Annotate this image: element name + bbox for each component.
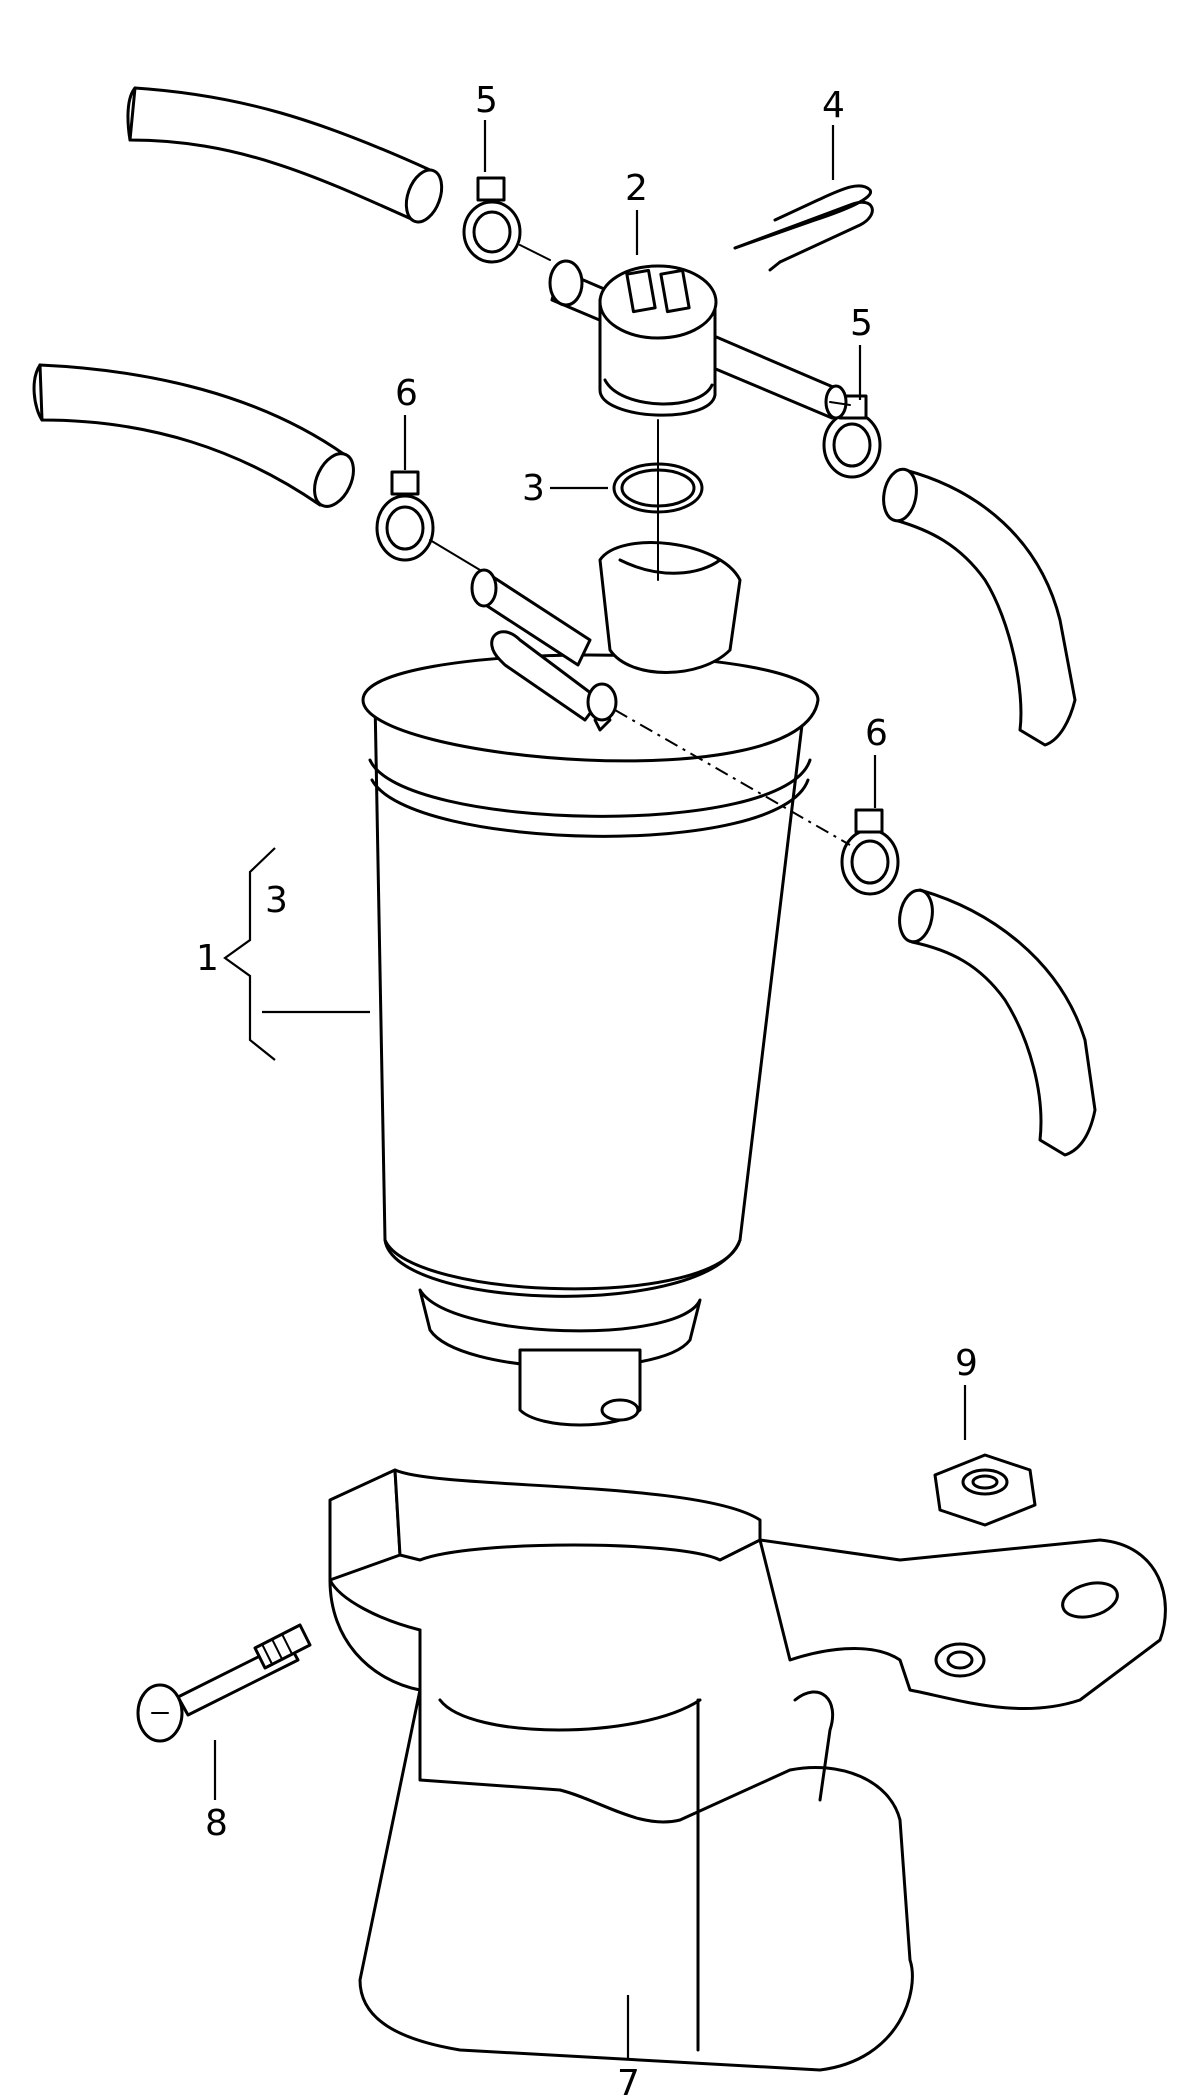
label-part-5-right: 5 [850, 303, 873, 344]
label-part-4: 4 [822, 85, 845, 126]
fuel-filter-top-ports [470, 541, 742, 732]
label-part-2: 2 [625, 168, 648, 209]
hose-clamp-upper-left[interactable] [462, 176, 522, 264]
mounting-bolt[interactable] [136, 1623, 312, 1743]
retaining-clip[interactable] [733, 184, 874, 272]
fuel-hose-upper-left [126, 86, 444, 224]
fuel-filter-canister[interactable] [361, 653, 820, 1427]
fuel-hose-middle-left [32, 363, 355, 508]
leader-lines [213, 120, 967, 2060]
control-valve[interactable] [548, 259, 848, 420]
label-part-1: 1 [196, 938, 219, 979]
hex-nut[interactable] [933, 1453, 1037, 1527]
fuel-hose-right-lower [898, 888, 1097, 1157]
label-part-9: 9 [955, 1343, 978, 1384]
label-part-6-left: 6 [395, 373, 418, 414]
filter-mounting-bracket[interactable] [328, 1468, 1167, 2072]
label-part-8: 8 [205, 1803, 228, 1844]
label-part-3-bracket: 3 [265, 880, 288, 921]
label-part-3-seal: 3 [522, 468, 545, 509]
label-part-6-right: 6 [865, 713, 888, 754]
assembly-centerlines [429, 244, 851, 846]
label-part-7: 7 [617, 2063, 640, 2097]
fuel-hose-right-upper [882, 467, 1077, 747]
label-part-5-upper: 5 [475, 80, 498, 121]
hose-clamp-middle-left[interactable] [375, 470, 435, 562]
hose-clamp-right-lower[interactable] [840, 808, 900, 896]
